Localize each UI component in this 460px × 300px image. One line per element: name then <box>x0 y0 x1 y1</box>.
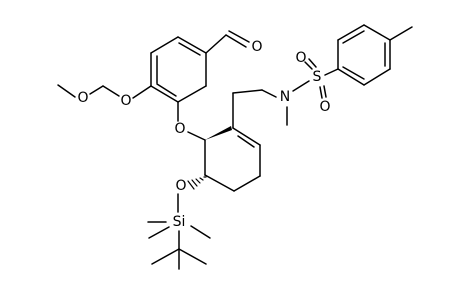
atom-o-silyl-ether: O <box>175 178 186 194</box>
tolyl-ring <box>337 24 413 86</box>
atom-o-methoxy: O <box>77 90 88 106</box>
sulfonamide-group: N S O O <box>280 50 339 126</box>
aldehyde-group: O <box>205 30 263 55</box>
atom-o-mom-ether: O <box>120 93 131 109</box>
wedge-bond <box>205 126 232 140</box>
mom-ether-group: O O <box>57 84 152 109</box>
aryl-ether-link: O <box>174 101 206 141</box>
tbs-ether-group: O Si <box>147 178 211 270</box>
benzaldehyde-ring <box>150 36 207 103</box>
atom-n: N <box>280 89 290 105</box>
ethyl-linker <box>232 89 277 129</box>
atom-o-aldehyde: O <box>251 39 262 55</box>
atom-o-sulfonyl-top: O <box>295 50 306 66</box>
cyclohexene-ring <box>204 126 261 192</box>
atom-si: Si <box>173 214 186 230</box>
atom-o-aryl-ether: O <box>174 121 185 137</box>
hashed-bond <box>187 176 207 190</box>
atom-s: S <box>313 69 322 85</box>
atom-o-sulfonyl-bottom: O <box>319 99 330 115</box>
